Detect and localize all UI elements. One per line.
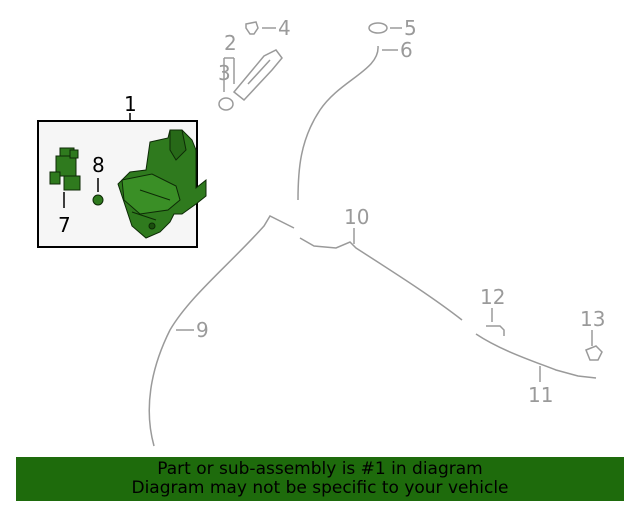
callout-8: 8 xyxy=(92,153,105,177)
nozzle-13 xyxy=(585,345,603,361)
hose-10 xyxy=(299,237,463,321)
banner-line-1: Part or sub-assembly is #1 in diagram xyxy=(157,459,483,479)
callout-9: 9 xyxy=(196,318,209,342)
hose-grommet xyxy=(368,22,388,34)
washer-pump xyxy=(49,147,81,191)
hose-9 xyxy=(148,215,295,447)
callout-10: 10 xyxy=(344,205,369,229)
hose-11 xyxy=(475,333,597,379)
callout-5: 5 xyxy=(404,16,417,40)
hose-6 xyxy=(297,45,379,201)
filler-seal xyxy=(218,97,234,111)
washer-reservoir xyxy=(117,129,207,239)
callout-11: 11 xyxy=(528,383,553,407)
callout-6: 6 xyxy=(400,38,413,62)
callout-7: 7 xyxy=(58,213,71,237)
callout-12: 12 xyxy=(480,285,505,309)
banner-line-2: Diagram may not be specific to your vehi… xyxy=(131,478,509,498)
callout-2: 2 xyxy=(224,31,237,55)
callout-1: 1 xyxy=(124,92,137,116)
filler-neck xyxy=(232,49,283,102)
info-banner: Part or sub-assembly is #1 in diagram Di… xyxy=(16,457,624,501)
grommet xyxy=(92,194,104,206)
callout-13: 13 xyxy=(580,307,605,331)
filler-cap xyxy=(245,21,259,35)
callout-4: 4 xyxy=(278,16,291,40)
connector-12 xyxy=(486,325,505,336)
callout-3: 3 xyxy=(218,61,231,85)
